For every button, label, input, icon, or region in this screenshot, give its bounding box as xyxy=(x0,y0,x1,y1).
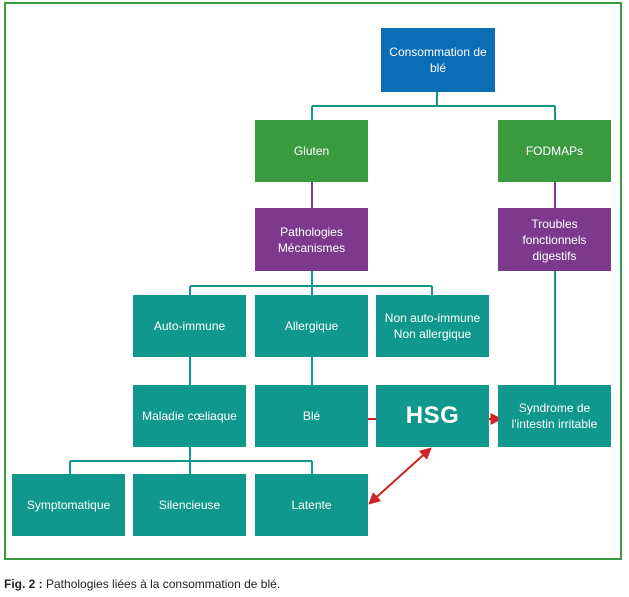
connector-maladie-forms xyxy=(69,447,313,474)
node-consommation-de-ble: Consommation de blé xyxy=(381,28,495,92)
diagram-frame xyxy=(4,2,622,560)
node-ble: Blé xyxy=(255,385,368,447)
connector-root xyxy=(311,92,556,120)
caption-label: Fig. 2 : xyxy=(4,577,43,591)
connector-pathologies xyxy=(189,271,433,295)
node-allergique: Allergique xyxy=(255,295,368,357)
node-pathologies-mecanismes: Pathologies Mécanismes xyxy=(255,208,368,271)
figure-caption: Fig. 2 : Pathologies liées à la consomma… xyxy=(4,577,280,591)
arrow-hsg-latente xyxy=(368,447,432,505)
node-fodmaps: FODMAPs xyxy=(498,120,611,182)
node-troubles-fonctionnels: Troubles fonctionnels digestifs xyxy=(498,208,611,271)
node-syndrome-intestin-irritable: Syndrome de l'intestin irritable xyxy=(498,385,611,447)
node-hsg: HSG xyxy=(376,385,489,447)
node-symptomatique: Symptomatique xyxy=(12,474,125,536)
node-silencieuse: Silencieuse xyxy=(133,474,246,536)
node-latente: Latente xyxy=(255,474,368,536)
node-auto-immune: Auto-immune xyxy=(133,295,246,357)
node-maladie-coeliaque: Maladie cœliaque xyxy=(133,385,246,447)
node-gluten: Gluten xyxy=(255,120,368,182)
node-non-auto-immune: Non auto-immune Non allergique xyxy=(376,295,489,357)
caption-text: Pathologies liées à la consommation de b… xyxy=(42,577,281,591)
